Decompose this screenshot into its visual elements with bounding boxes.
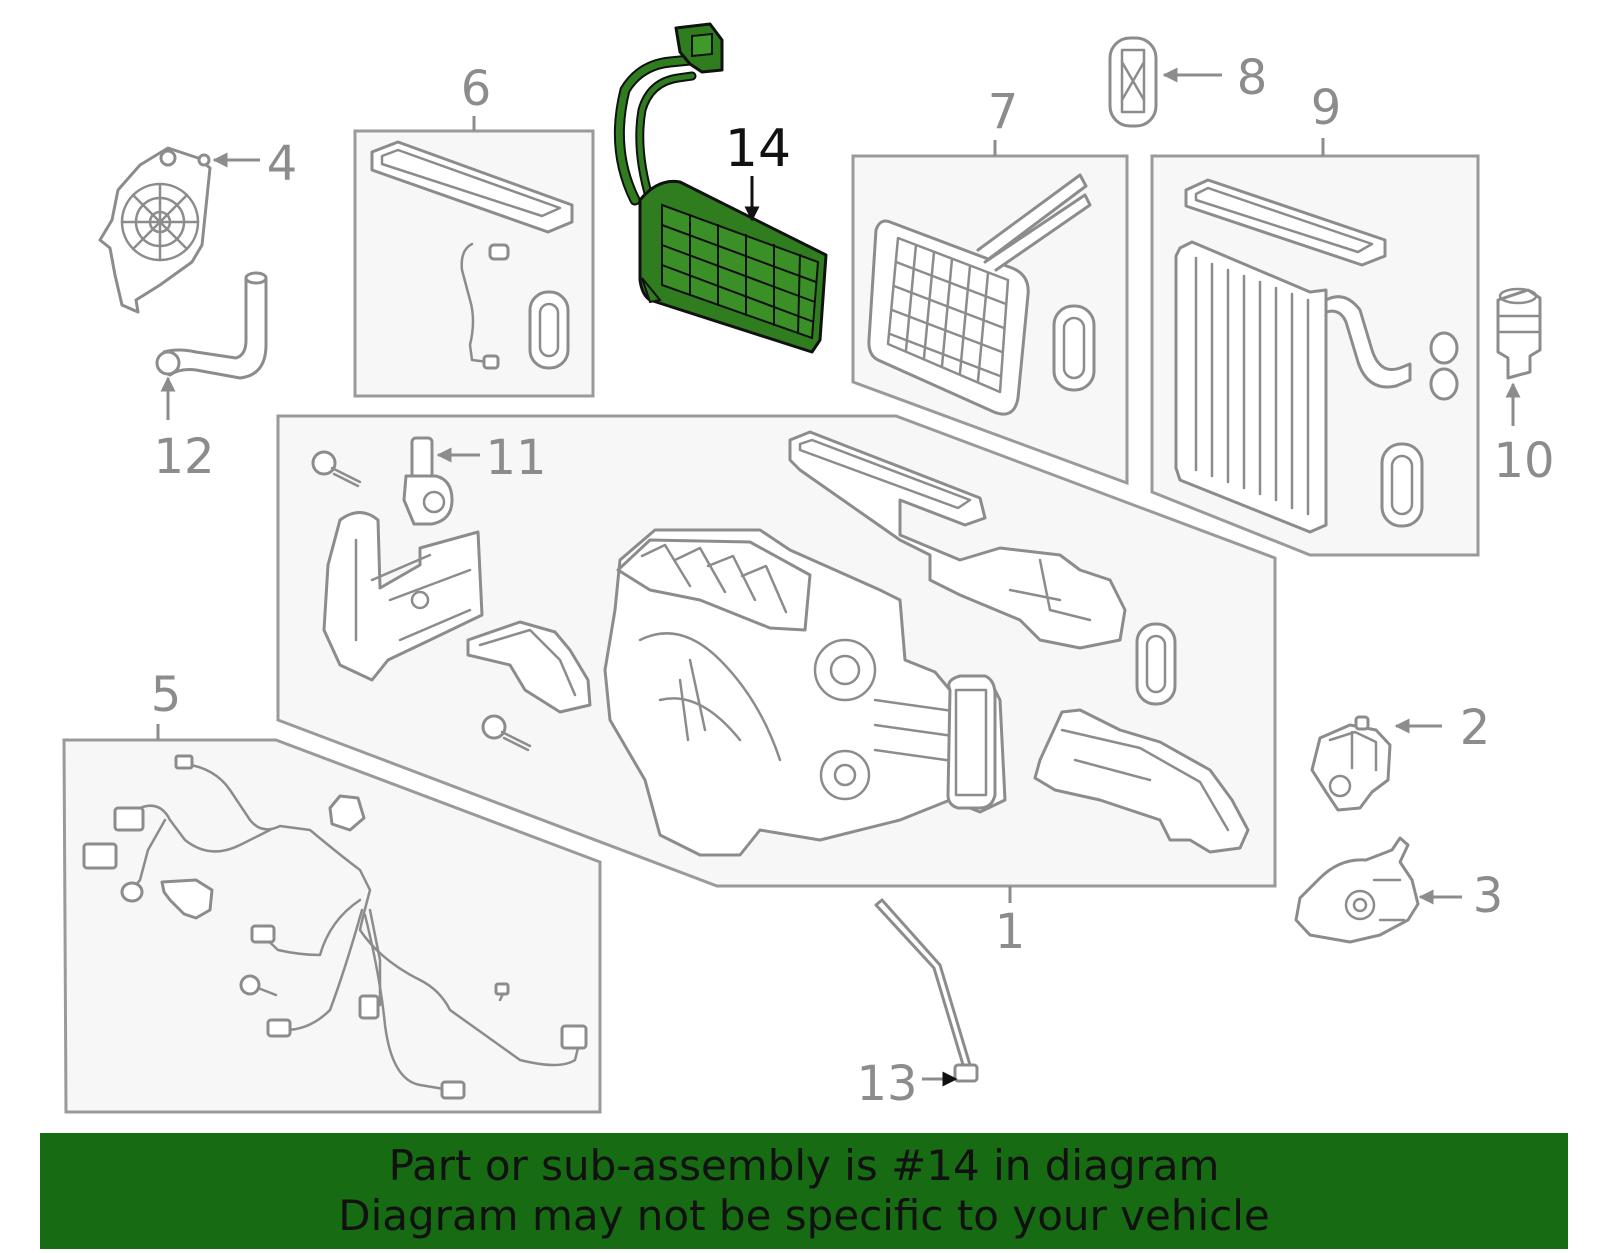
part-3-motor: [1294, 836, 1420, 944]
part-12-drain-hose: [155, 271, 268, 380]
notice-banner: Part or sub-assembly is #14 in diagram D…: [40, 1133, 1568, 1249]
group-9-evaporator-kit: [1150, 138, 1480, 557]
callout-5: 5: [151, 667, 182, 723]
callout-6: 6: [461, 61, 492, 117]
callout-9: 9: [1311, 80, 1342, 136]
group-7-heater-core-kit: [851, 140, 1129, 486]
callout-2: 2: [1460, 700, 1491, 756]
leader-arrows: [160, 67, 1521, 1087]
part-4-blower-cover: [98, 146, 212, 314]
callout-12: 12: [153, 429, 214, 485]
callout-labels: 1 2 3 4 5 6 7 8 9 10 11 12 13 14: [151, 50, 1555, 1112]
part-14-heater-core: [613, 22, 828, 354]
group-6-filter-kit: [353, 116, 595, 398]
callout-4: 4: [267, 136, 298, 192]
part-2-actuator: [1310, 715, 1392, 812]
group-1-hvac-unit: [276, 414, 1277, 903]
callout-7: 7: [988, 84, 1019, 140]
part-13-sensor: [874, 898, 979, 1083]
callout-10: 10: [1493, 433, 1554, 489]
callout-11: 11: [485, 430, 546, 486]
group-5-wire-harness: [62, 724, 602, 1114]
callout-8: 8: [1237, 50, 1268, 106]
callout-1: 1: [995, 904, 1026, 960]
notice-line-2: Diagram may not be specific to your vehi…: [338, 1191, 1270, 1240]
callout-14: 14: [725, 119, 791, 179]
part-8-grommet: [1108, 36, 1158, 128]
callout-13: 13: [856, 1056, 917, 1112]
part-10-connector: [1496, 287, 1542, 380]
notice-line-1: Part or sub-assembly is #14 in diagram: [388, 1141, 1220, 1190]
callout-3: 3: [1473, 868, 1504, 924]
